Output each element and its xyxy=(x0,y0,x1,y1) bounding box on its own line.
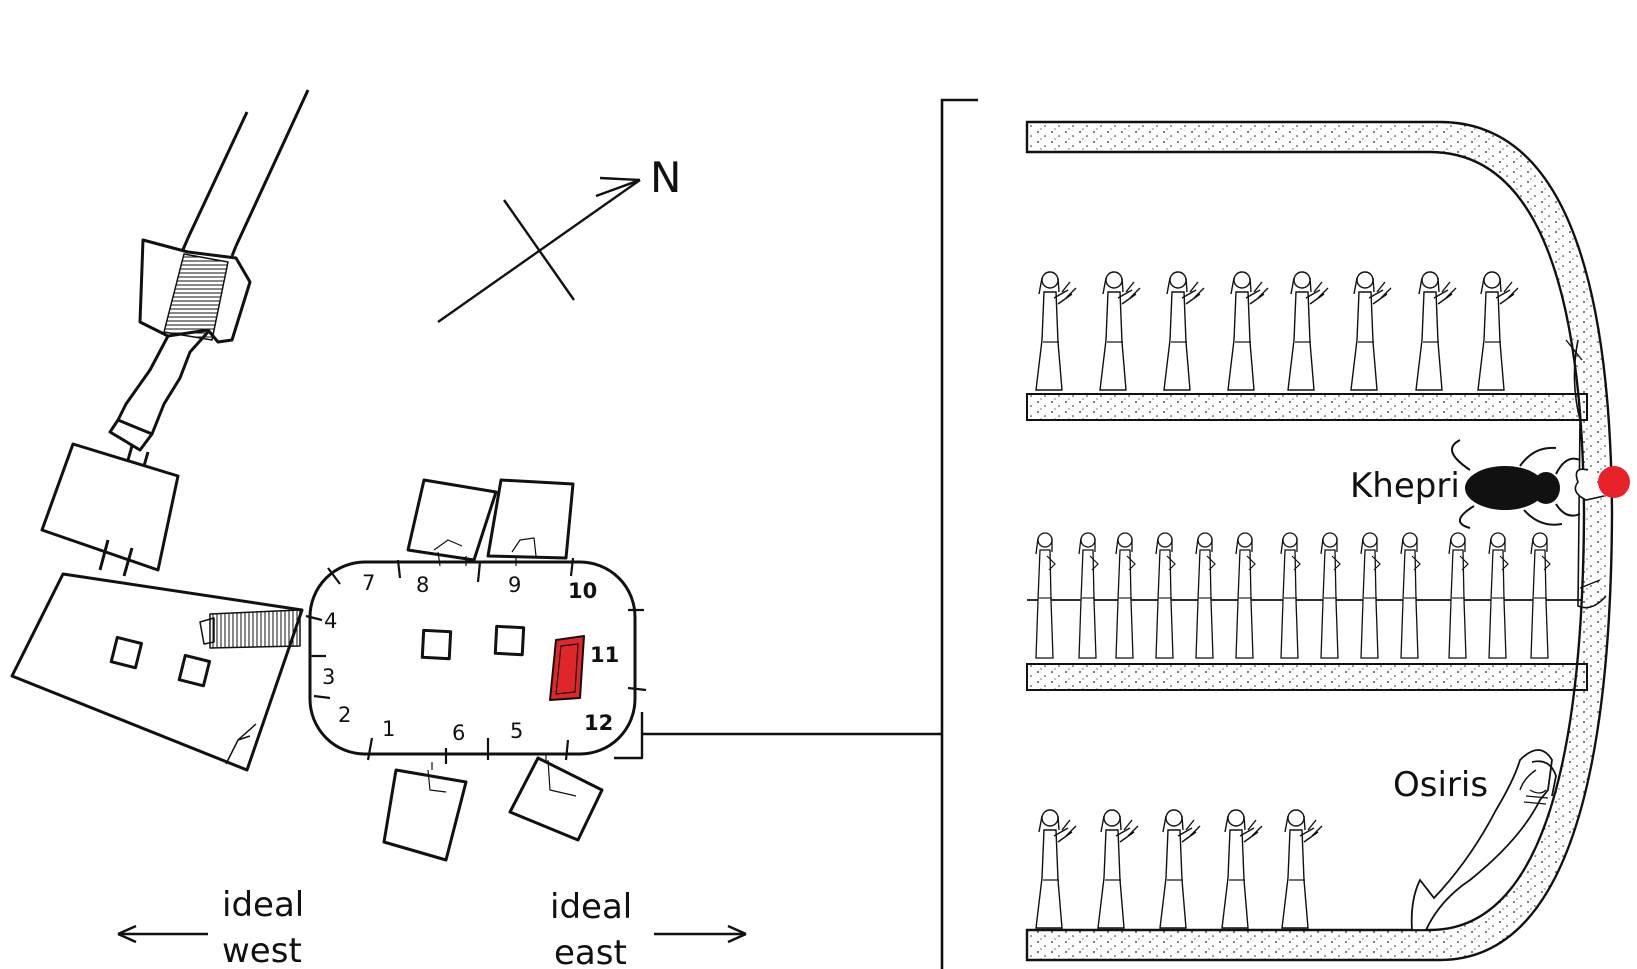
chamber-number: 6 xyxy=(452,721,465,745)
detail-bracket xyxy=(940,98,978,969)
chamber-number: 4 xyxy=(324,609,337,633)
chamber-number: 2 xyxy=(338,703,351,727)
pillared-hall xyxy=(10,572,304,772)
osiris-label: Osiris xyxy=(1393,765,1488,805)
chamber-number: 11 xyxy=(590,643,619,667)
west-line1: ideal xyxy=(222,885,304,925)
burial-hall xyxy=(305,557,647,764)
chamber-number: 3 xyxy=(322,665,335,689)
chamber-number: 10 xyxy=(568,579,597,603)
scene-frame xyxy=(1025,120,1614,962)
khepri-scarab xyxy=(1451,439,1605,529)
direction-east: ideal east xyxy=(550,887,747,969)
chamber-number: 9 xyxy=(508,573,521,597)
east-line2: east xyxy=(554,933,627,969)
east-line1: ideal xyxy=(550,887,632,927)
osiris-figure xyxy=(1410,749,1557,931)
entrance-corridor xyxy=(108,89,310,467)
chamber-number: 1 xyxy=(382,717,395,741)
register-middle-figures xyxy=(1035,532,1551,659)
red-sun-disc xyxy=(1598,466,1630,498)
compass: N xyxy=(437,153,681,323)
register-band-1 xyxy=(1026,393,1588,421)
register-band-2 xyxy=(1026,663,1588,691)
chamber-number: 8 xyxy=(416,573,429,597)
west-line2: west xyxy=(222,931,302,969)
chamber-numbers: 1 2 3 4 5 6 7 8 9 10 11 12 xyxy=(322,571,619,745)
register-top-figures xyxy=(1035,271,1519,391)
chamber-number: 5 xyxy=(510,719,523,743)
north-label: N xyxy=(650,153,681,202)
khepri-label: Khepri xyxy=(1350,466,1460,506)
chamber-a xyxy=(40,442,180,572)
chamber-number: 7 xyxy=(362,571,375,595)
direction-west: ideal west xyxy=(117,885,304,969)
tomb-plan xyxy=(10,89,942,862)
chamber-number: 12 xyxy=(584,711,613,735)
register-bottom-figures xyxy=(1035,809,1323,929)
side-chambers xyxy=(382,478,604,862)
